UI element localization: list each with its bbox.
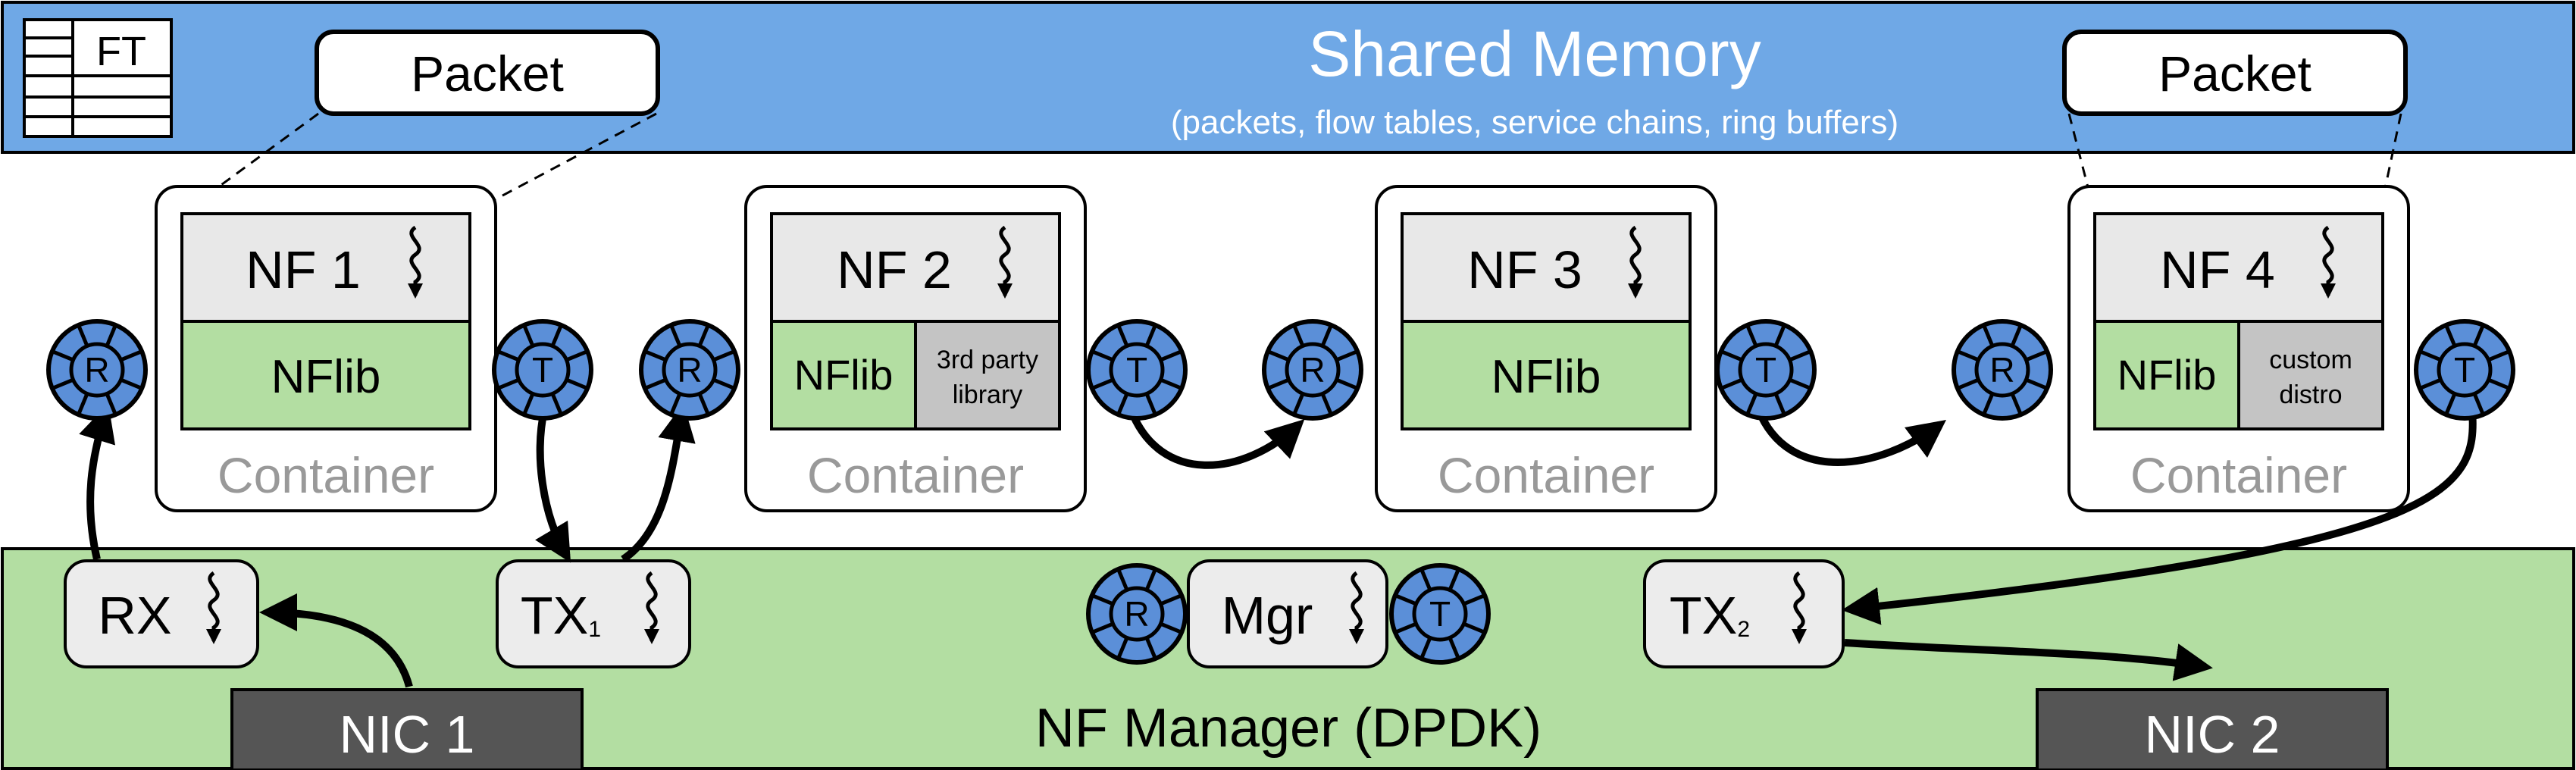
ring-letter: T	[532, 350, 553, 390]
mgr-thread: Mgr	[1187, 559, 1388, 668]
extra-label-line2: library	[953, 380, 1023, 409]
nflib-label: NFlib	[2117, 351, 2217, 399]
packet-label-left: Packet	[411, 45, 564, 102]
arrow-ring-t1-to-tx1	[535, 409, 571, 563]
nflib-label: NFlib	[271, 351, 381, 403]
container-2: NF 2 NFlib 3rd party library Container	[744, 185, 1087, 512]
container-1: NF 1 NFlib Container	[155, 185, 497, 512]
arrow-tx1-to-ring-r2	[621, 403, 696, 563]
ring-rx-nf3: R	[1262, 319, 1363, 421]
ring-tx-nf3: T	[1715, 319, 1817, 421]
tx1-thread-label: TX1	[521, 586, 601, 645]
arrow-rx-to-ring-r1	[79, 403, 116, 561]
nf-box	[2093, 212, 2384, 323]
thread-squiggle-icon	[1628, 225, 1643, 299]
nf-box	[1401, 212, 1692, 323]
arrow-ring-t4-to-tx2	[1842, 408, 2477, 625]
ring-rx-nf4: R	[1952, 319, 2053, 421]
tx2-thread-label: TX2	[1670, 586, 1750, 645]
nf-label: NF 1	[246, 240, 361, 299]
thread-squiggle-icon	[1349, 571, 1364, 644]
nflib-label: NFlib	[1491, 351, 1601, 403]
arrow-nic1-to-rx	[259, 593, 413, 688]
ring-letter: T	[1755, 350, 1776, 390]
nic-1-label: NIC 1	[340, 705, 475, 764]
packet-link-dash	[181, 112, 319, 215]
rx-thread-label: RX	[98, 586, 171, 645]
nf-label: NF 4	[2160, 240, 2275, 299]
container-label: Container	[807, 447, 1024, 503]
ring-tx-nf1: T	[492, 319, 593, 421]
container-label: Container	[1438, 447, 1654, 503]
ring-tx-nf2: T	[1086, 319, 1188, 421]
tx2-thread: TX2	[1643, 559, 1845, 668]
thread-squiggle-icon	[408, 225, 423, 299]
container-3: NF 3 NFlib Container	[1375, 185, 1717, 512]
nf-box	[180, 212, 471, 323]
ring-letter: R	[1124, 594, 1149, 634]
shared-memory-title: Shared Memory	[1308, 18, 1761, 89]
nic-2	[2036, 688, 2389, 770]
nic-1	[230, 688, 584, 770]
nflib-box	[1401, 320, 1692, 430]
container-4: NF 4 NFlib custom distro Container	[2067, 185, 2410, 512]
mgr-thread-label: Mgr	[1222, 586, 1313, 645]
nflib-label: NFlib	[794, 351, 894, 399]
ring-letter: R	[84, 350, 109, 390]
nf-label: NF 2	[837, 240, 952, 299]
extra-label-line1: custom	[2269, 346, 2352, 374]
ring-tx-mgr: T	[1389, 563, 1491, 665]
ring-letter: T	[1429, 594, 1451, 634]
tx1-subscript: 1	[588, 617, 601, 642]
nflib-box	[770, 320, 917, 430]
ring-letter: T	[2454, 350, 2475, 390]
ring-tx-nf4: T	[2414, 319, 2515, 421]
extra-box	[2237, 320, 2384, 430]
tx2-subscript: 2	[1737, 617, 1750, 642]
flow-table-icon: FT	[23, 18, 173, 138]
nf-label: NF 3	[1467, 240, 1582, 299]
ring-letter: R	[1989, 350, 2014, 390]
ring-letter: R	[677, 350, 702, 390]
ring-letter: T	[1126, 350, 1147, 390]
thread-squiggle-icon	[644, 571, 659, 644]
tx1-thread: TX1	[496, 559, 691, 668]
extra-label-line1: 3rd party	[937, 346, 1038, 374]
ring-buffers: R T R T R T R T R T	[46, 319, 2515, 665]
rx-thread: RX	[64, 559, 259, 668]
container-label: Container	[2130, 447, 2347, 503]
packet-box-left	[315, 30, 660, 116]
packet-label-right: Packet	[2158, 45, 2312, 102]
container-label: Container	[218, 447, 434, 503]
nf-manager-title: NF Manager (DPDK)	[1035, 698, 1542, 759]
ring-rx-nf2: R	[639, 319, 740, 421]
flow-table-label: FT	[96, 29, 146, 74]
ring-rx-mgr: R	[1086, 563, 1188, 665]
nflib-box	[180, 320, 471, 430]
arrow-ring-t2-to-ring-r3	[1127, 408, 1305, 469]
arrow-tx2-to-nic2	[1844, 639, 2213, 681]
thread-squiggle-icon	[2321, 225, 2336, 299]
extra-label-line2: distro	[2279, 380, 2342, 409]
packet-box-right	[2062, 30, 2408, 116]
extra-box	[914, 320, 1061, 430]
thread-squiggle-icon	[206, 571, 221, 644]
nic-2-label: NIC 2	[2145, 705, 2280, 764]
thread-squiggle-icon	[1792, 571, 1807, 644]
nf-box	[770, 212, 1061, 323]
shared-memory-subtitle: (packets, flow tables, service chains, r…	[1171, 104, 1898, 141]
ring-rx-nf1: R	[46, 319, 148, 421]
arrow-ring-t3-to-ring-r4	[1754, 408, 1947, 466]
thread-squiggle-icon	[997, 225, 1013, 299]
ring-letter: R	[1300, 350, 1325, 390]
